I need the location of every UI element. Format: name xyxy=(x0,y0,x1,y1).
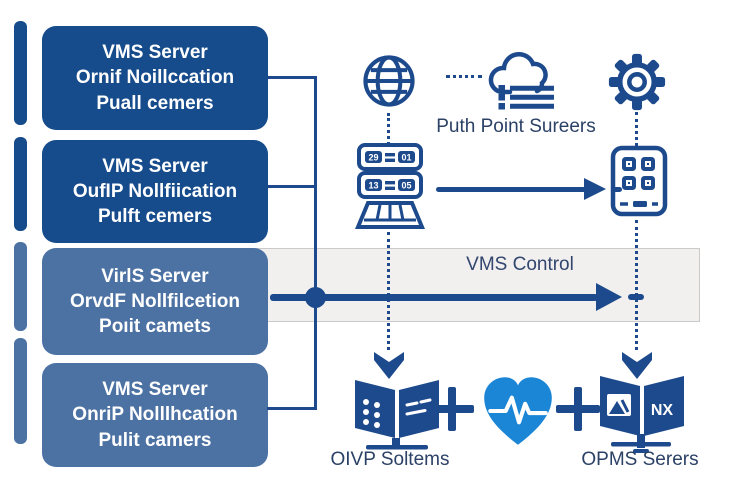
vms-control-label: VMS Control xyxy=(466,254,574,275)
server-badge-22: 05 xyxy=(401,181,411,191)
side-bar-3 xyxy=(14,242,27,331)
box-4-line-2: OnriP Nolllhcation xyxy=(72,404,238,426)
dotted-globe-server xyxy=(387,113,390,145)
tablet-apps-icon xyxy=(610,145,668,217)
dotted-gear-tablet xyxy=(635,112,638,146)
vms-server-box-3: VirlS Server OrvdF Nollfilcetion Poıit c… xyxy=(42,248,268,355)
dotted-globe-cloud xyxy=(446,75,482,78)
plus-horizontal-bar xyxy=(556,405,600,413)
box-2-line-2: OufIP Nollfiication xyxy=(72,180,238,202)
opms-servers-label: OPMS Serers xyxy=(581,449,699,470)
push-point-servers-label: Puth Point Sureers xyxy=(436,116,596,137)
box-3-line-1: VirlS Server xyxy=(101,265,209,287)
box-3-line-3: Poıit camets xyxy=(99,316,211,338)
junction-node xyxy=(305,287,326,308)
connector-box2 xyxy=(267,185,315,188)
down-arrowhead-icon xyxy=(622,352,652,379)
connector-spine xyxy=(314,76,317,410)
cloud-list-icon xyxy=(488,52,554,110)
dotted-server-book xyxy=(387,232,390,350)
server-to-tablet-arrow-line xyxy=(436,187,586,192)
gear-icon xyxy=(608,53,666,111)
side-bar-1 xyxy=(14,21,27,125)
vms-control-band xyxy=(244,248,700,322)
box-2-line-1: VMS Server xyxy=(102,155,208,177)
oivp-systems-label: OIVP Soltems xyxy=(330,449,450,470)
side-bar-2 xyxy=(14,137,27,231)
vms-server-box-4: VMS Server OnriP Nolllhcation Pulit came… xyxy=(42,363,268,467)
box-3-line-2: OrvdF Nollfilcetion xyxy=(70,290,240,312)
box-1-line-2: Ornif Noillccation xyxy=(75,67,235,89)
globe-icon xyxy=(363,55,415,107)
box-1-line-3: Puall cemers xyxy=(96,92,214,114)
open-book-nx-icon: NX xyxy=(600,376,684,453)
box-1-line-1: VMS Server xyxy=(102,42,208,64)
dotted-tablet-book xyxy=(635,220,638,350)
side-bar-4 xyxy=(14,338,27,444)
plus-icon xyxy=(430,387,474,431)
server-badge-11: 29 xyxy=(368,153,378,163)
box-4-line-3: Pulit camers xyxy=(98,429,212,451)
connector-box4 xyxy=(267,407,315,410)
server-to-tablet-arrow-dash xyxy=(611,187,622,192)
vms-control-arrow-line xyxy=(270,294,598,301)
open-book-dots-icon xyxy=(355,380,439,450)
down-arrowhead-icon xyxy=(374,352,404,379)
plus-horizontal-bar xyxy=(430,405,474,413)
heart-pulse-icon xyxy=(484,377,552,445)
plus-icon xyxy=(556,387,600,431)
box-2-line-3: Pulft cemers xyxy=(97,206,213,228)
nx-book-label: NX xyxy=(651,402,674,419)
box-4-line-1: VMS Server xyxy=(102,379,208,401)
server-badge-12: 01 xyxy=(401,153,411,163)
vms-server-box-1: VMS Server Ornif Noillccation Puall ceme… xyxy=(42,26,268,130)
vms-control-arrowhead xyxy=(596,283,622,311)
vms-server-box-2: VMS Server OufIP Nollfiication Pulft cem… xyxy=(42,140,268,243)
server-to-tablet-arrowhead xyxy=(584,178,606,200)
server-rack-icon: 29 01 13 05 xyxy=(355,143,425,229)
connector-box1 xyxy=(267,76,315,79)
server-badge-21: 13 xyxy=(368,181,378,191)
